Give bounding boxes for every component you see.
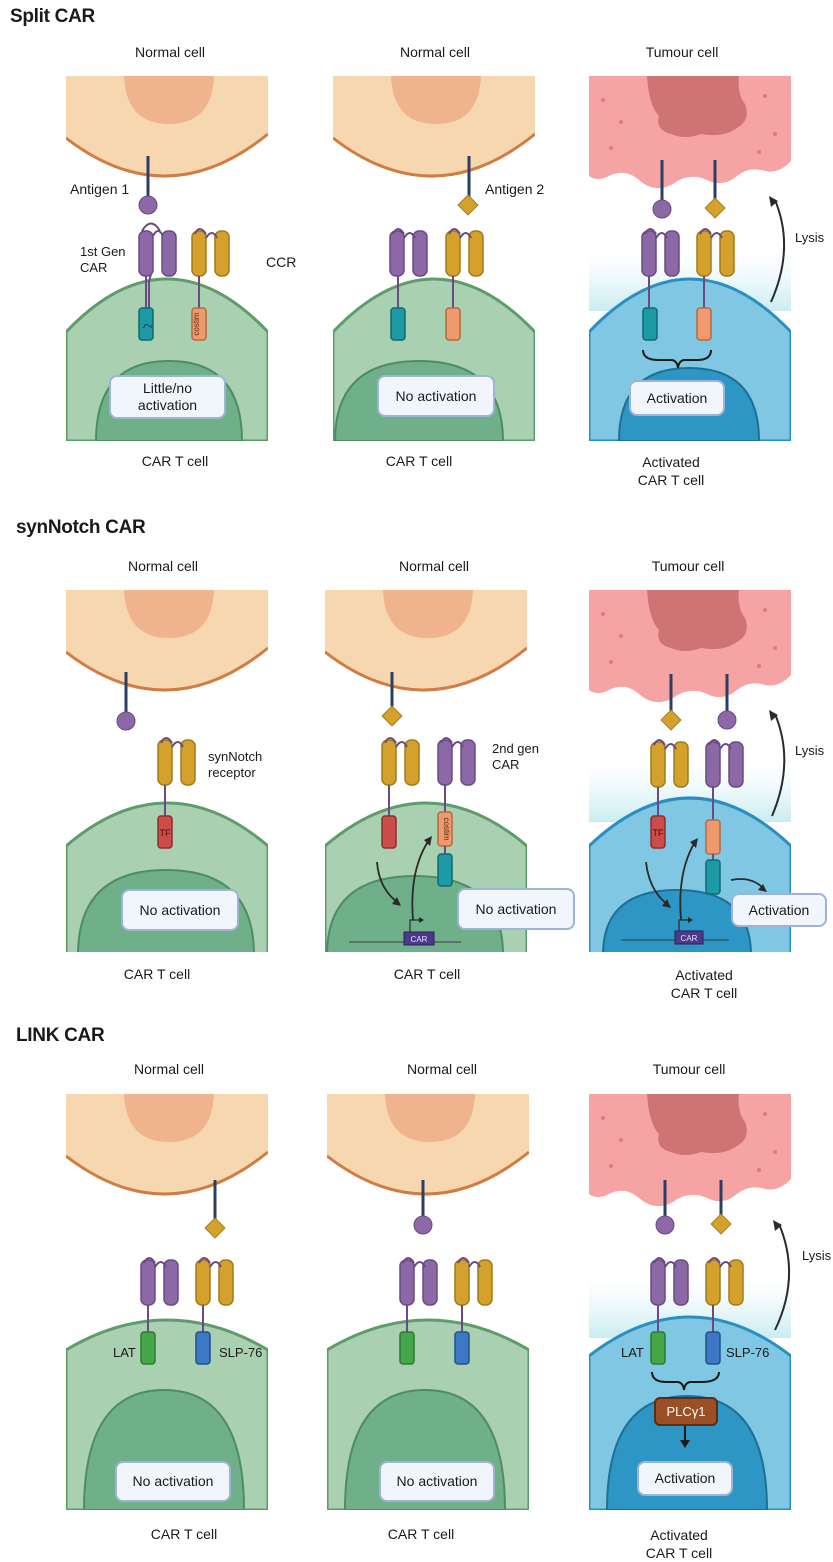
split-bottom-label-1: CAR T cell (105, 453, 245, 469)
split-activation-box-2: No activation (377, 375, 495, 417)
split-activation-box-3: Activation (629, 380, 725, 416)
link-top-label-2: Normal cell (372, 1061, 512, 1077)
syn-bottom-label-1: CAR T cell (87, 966, 227, 982)
ccr-domain (192, 231, 206, 276)
antigen-2-label: Antigen 2 (485, 181, 544, 197)
second-gen-car-label: 2nd gen CAR (492, 741, 539, 773)
slp76-label-3: SLP-76 (726, 1345, 769, 1361)
syn-top-label-2: Normal cell (364, 558, 504, 574)
link-panel-1 (66, 1094, 268, 1459)
split-top-label-1: Normal cell (100, 44, 240, 60)
car-gene-text-3: CAR (681, 934, 698, 943)
link-bottom-label-1: CAR T cell (114, 1526, 254, 1542)
link-bottom-label-3: Activated CAR T cell (609, 1526, 749, 1562)
costim-text-2: costim (442, 817, 451, 840)
link-lysis-label: Lysis (802, 1248, 831, 1264)
link-top-label-3: Tumour cell (619, 1061, 759, 1077)
car-domain (139, 231, 153, 276)
antigen-2-icon (458, 195, 478, 215)
link-top-label-1: Normal cell (99, 1061, 239, 1077)
slp76-label-1: SLP-76 (219, 1345, 262, 1361)
syn-lysis-label: Lysis (795, 743, 824, 759)
syn-activation-box-2: No activation (457, 888, 575, 930)
split-lysis-label: Lysis (795, 230, 824, 246)
syn-top-label-3: Tumour cell (618, 558, 758, 574)
plcy1-label: PLCγ1 (655, 1404, 717, 1419)
antigen-1-label: Antigen 1 (70, 181, 129, 197)
tf-text-3: TF (653, 828, 664, 838)
zeta-text: ζ (141, 324, 152, 329)
synnotch-car-title: synNotch CAR (16, 517, 145, 539)
link-activation-box-1: No activation (115, 1461, 231, 1502)
slp76-domain (196, 1332, 210, 1364)
ccr-label: CCR (266, 254, 296, 270)
syn-bottom-label-3: Activated CAR T cell (634, 966, 774, 1002)
tumour-nucleus (647, 76, 747, 137)
car-gene-text: CAR (411, 935, 428, 944)
link-activation-box-2: No activation (379, 1461, 495, 1502)
costim-text: costim (192, 312, 201, 335)
split-activation-box-1: Little/no activation (109, 375, 226, 419)
syn-top-label-1: Normal cell (93, 558, 233, 574)
lat-domain (141, 1332, 155, 1364)
link-activation-box-3: Activation (637, 1461, 733, 1496)
split-car-title: Split CAR (10, 6, 95, 28)
split-bottom-label-3: Activated CAR T cell (601, 453, 741, 489)
lat-label-1: LAT (113, 1345, 136, 1361)
syn-bottom-label-2: CAR T cell (357, 966, 497, 982)
lat-label-3: LAT (621, 1345, 644, 1361)
link-car-title: LINK CAR (16, 1025, 104, 1047)
link-bottom-label-2: CAR T cell (351, 1526, 491, 1542)
first-gen-car-label: 1st Gen CAR (80, 244, 126, 276)
split-bottom-label-2: CAR T cell (349, 453, 489, 469)
link-panel-2 (327, 1094, 529, 1459)
syn-activation-box-3: Activation (731, 893, 827, 927)
split-top-label-2: Normal cell (365, 44, 505, 60)
antigen-1-icon (139, 196, 157, 214)
tf-text: TF (160, 828, 171, 838)
split-top-label-3: Tumour cell (612, 44, 752, 60)
syn-activation-box-1: No activation (121, 889, 239, 931)
synnotch-receptor-label: synNotch receptor (208, 749, 262, 781)
